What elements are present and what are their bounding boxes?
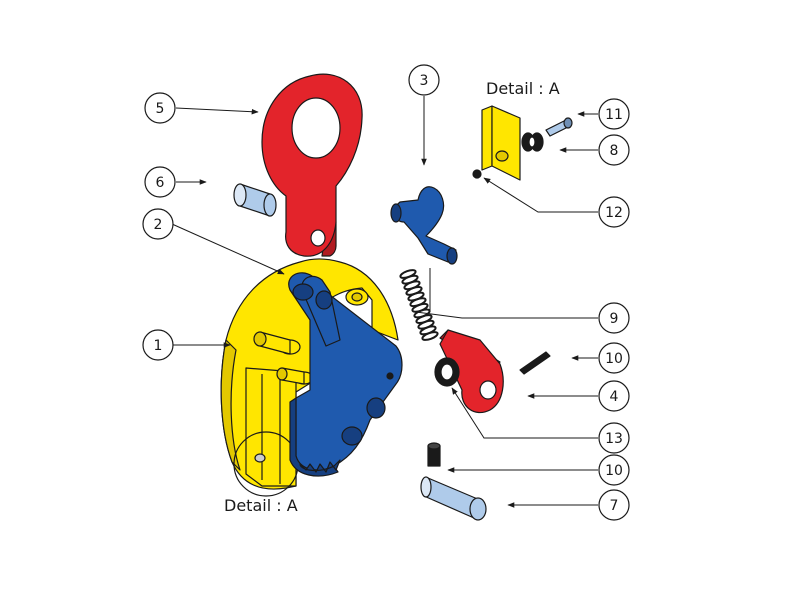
callout-c6: 6	[144, 166, 176, 198]
callout-c10a: 10	[598, 342, 630, 374]
callout-circle	[144, 92, 176, 124]
callout-circle	[598, 98, 630, 130]
callout-circle	[142, 208, 174, 240]
callout-label: 10	[605, 463, 623, 479]
callout-c11: 11	[598, 98, 630, 130]
callout-circle	[598, 380, 630, 412]
callout-circle	[598, 302, 630, 334]
callout-label: 10	[605, 351, 623, 367]
callout-label: 4	[610, 389, 619, 405]
callout-circle	[144, 166, 176, 198]
callout-circle	[408, 64, 440, 96]
callout-label: 9	[610, 311, 619, 327]
callout-c12: 12	[598, 196, 630, 228]
callout-c3: 3	[408, 64, 440, 96]
callout-c13: 13	[598, 422, 630, 454]
callout-c5: 5	[144, 92, 176, 124]
leader-lines	[171, 96, 598, 508]
callout-circle	[598, 134, 630, 166]
callout-circle	[598, 489, 630, 521]
callout-label: 11	[605, 107, 623, 123]
callout-label: 5	[156, 101, 165, 117]
callout-label: 1	[154, 338, 163, 354]
callout-c2: 2	[142, 208, 174, 240]
callout-c10b: 10	[598, 454, 630, 486]
callout-c8: 8	[598, 134, 630, 166]
part-13-washer	[434, 357, 460, 387]
callout-label: 2	[154, 217, 163, 233]
detail-a-label-main: Detail : A	[224, 496, 298, 515]
detail-a-label-inset: Detail : A	[486, 79, 560, 98]
part-6-pin	[233, 183, 277, 217]
callout-circle	[142, 329, 174, 361]
callout-label: 3	[420, 73, 429, 89]
part-3-handle	[390, 186, 458, 265]
callout-c9: 9	[598, 302, 630, 334]
callout-label: 8	[610, 143, 619, 159]
callout-c4: 4	[598, 380, 630, 412]
callout-circle	[598, 342, 630, 374]
part-2-cam-jaw	[288, 272, 403, 477]
part-9-tension-spring	[399, 269, 439, 341]
callout-circle	[598, 422, 630, 454]
part-7-main-pin	[420, 476, 487, 521]
callout-label: 6	[156, 175, 165, 191]
callout-label: 12	[605, 205, 623, 221]
spring-coil	[421, 331, 439, 341]
callout-c7: 7	[598, 489, 630, 521]
part-4-lever	[439, 329, 504, 414]
part-10-set-screw-lower	[427, 442, 441, 467]
callout-c1: 1	[142, 329, 174, 361]
detail-a-inset	[472, 105, 573, 181]
callout-circle	[598, 454, 630, 486]
callout-label: 13	[605, 431, 623, 447]
part-5-lifting-shackle	[261, 73, 363, 257]
part-10-roll-pin-upper	[519, 351, 551, 375]
callout-circle	[598, 196, 630, 228]
callout-label: 7	[610, 498, 619, 514]
